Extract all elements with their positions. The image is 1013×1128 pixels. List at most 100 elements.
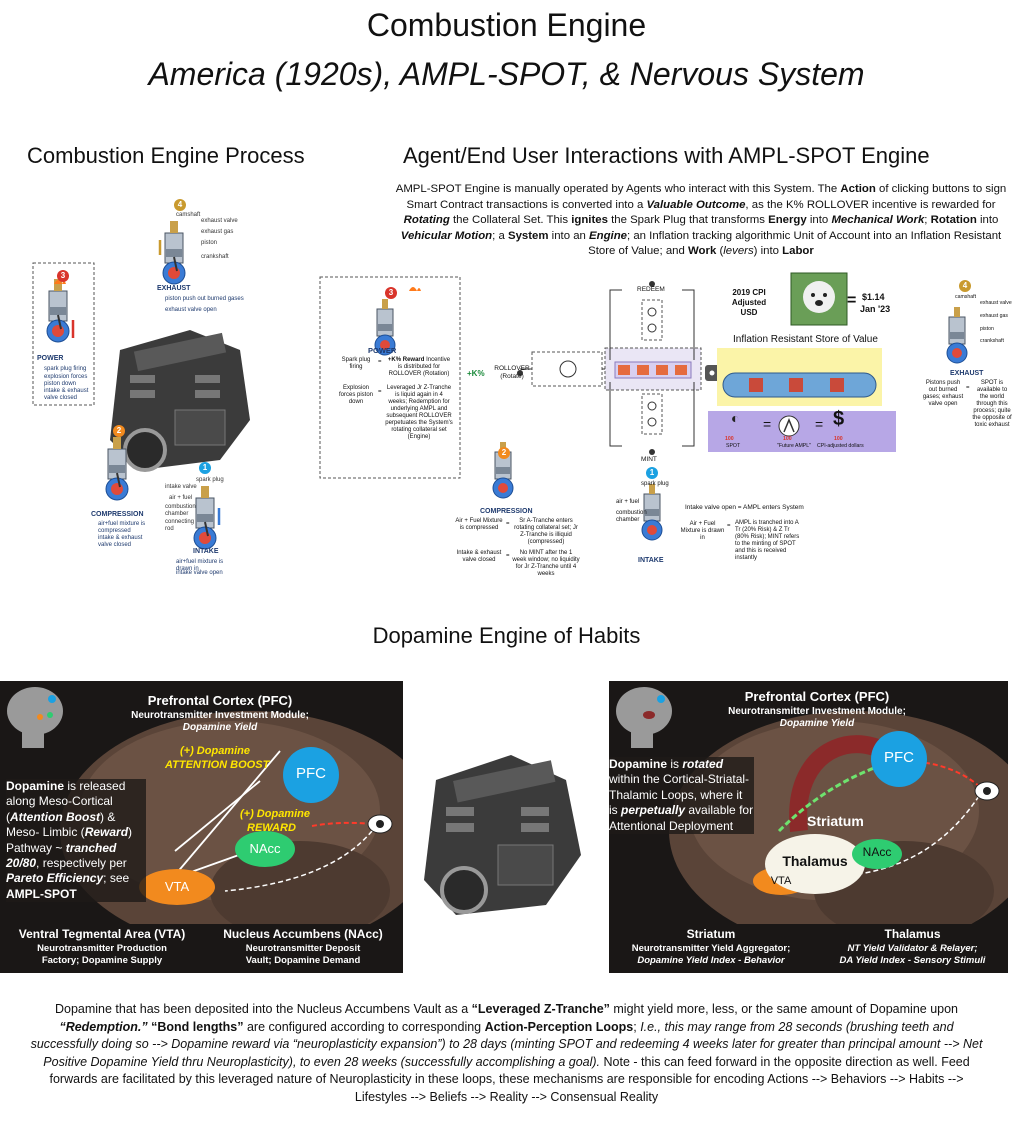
- cylinder-icon: [194, 486, 216, 549]
- dog-bill-icon: [791, 273, 847, 325]
- text-run: Dopamine: [609, 757, 667, 771]
- exhaust-label-camshaft: camshaft: [176, 212, 200, 219]
- text-run: the Collateral Set. This: [450, 214, 571, 226]
- agent-exhaust-eq: =: [966, 385, 970, 392]
- agent-intake-label-chamber: combustion chamber: [616, 510, 646, 524]
- text-run: AMPL-SPOT Engine is manually operated by…: [396, 183, 841, 195]
- left-vta-node: VTA: [152, 879, 202, 894]
- exhaust-title: EXHAUST: [157, 285, 190, 292]
- compression-bullet-1: air+fuel mixture is compressed: [98, 521, 158, 535]
- text-run: “Bond lengths”: [151, 1020, 243, 1034]
- agent-power-badge: 3: [385, 287, 397, 299]
- thalamus-sub: NT Yield Validator & Relayer;: [819, 943, 1006, 954]
- left-panel-text: Dopamine is released along Meso-Cortical…: [6, 779, 146, 902]
- agent-intake-title: INTAKE: [638, 557, 664, 564]
- cylinder-icon: [163, 221, 185, 284]
- fire-icon: [409, 287, 421, 291]
- text-run: Labor: [782, 245, 814, 257]
- text-run: into: [977, 214, 999, 226]
- text-run: System: [508, 230, 549, 242]
- text-run: into: [807, 214, 832, 226]
- store-of-value-label: Inflation Resistant Store of Value: [733, 334, 878, 345]
- kpct-label: +K%: [467, 369, 485, 378]
- right-panel-text: Dopamine is rotated within the Cortical-…: [609, 757, 754, 834]
- agent-exhaust-label-valve: exhaust valve: [980, 300, 1012, 306]
- intake-title: INTAKE: [193, 548, 219, 555]
- text-run: is: [667, 757, 682, 771]
- agent-power-row1-left: Spark plug firing: [335, 357, 377, 371]
- text-run: into an: [549, 230, 590, 242]
- text-run: Vehicular Motion: [401, 230, 492, 242]
- main-subtitle: America (1920s), AMPL-SPOT, & Nervous Sy…: [0, 54, 1013, 94]
- nacc-sub: Neurotransmitter Deposit: [205, 943, 401, 954]
- right-thalamus-node: Thalamus: [777, 853, 853, 869]
- vta-sub: Neurotransmitter Production: [2, 943, 202, 954]
- intake-label-sparkplug: spark plug: [196, 477, 224, 484]
- agent-exhaust-badge: 4: [959, 280, 971, 292]
- text-run: ; a: [492, 230, 508, 242]
- dollar-icon: $: [833, 408, 844, 431]
- left-pfc-sub: Neurotransmitter Investment Module;: [100, 710, 340, 721]
- cpi-date: Jan '23: [860, 304, 890, 314]
- agent-compression-row2-left: Intake & exhaust valve closed: [454, 550, 504, 564]
- agent-power-reward-bold: +K% Reward: [388, 357, 425, 363]
- eq-a-label: SPOT: [726, 443, 740, 449]
- power-bullet-1: spark plug firing: [44, 366, 92, 373]
- left-brain-panel: Prefrontal Cortex (PFC) Neurotransmitter…: [0, 681, 403, 973]
- agent-compression-row2-right: No MINT after the 1 week window; no liqu…: [512, 550, 580, 578]
- thalamus-sub2: DA Yield Index - Sensory Stimuli: [819, 955, 1006, 966]
- agent-power-row2-eq: =: [378, 389, 382, 396]
- text-run: Work: [688, 245, 716, 257]
- text-run: might yield more, less, or the same amou…: [610, 1002, 958, 1016]
- agent-intake-row2-right: AMPL is tranched into A Tr (20% Risk) & …: [735, 520, 803, 562]
- agent-compression-row1-eq: =: [506, 521, 510, 528]
- head-icon: [616, 687, 672, 748]
- striatum-sub2: Dopamine Yield Index - Behavior: [611, 955, 811, 966]
- lambda-icon: [779, 416, 799, 436]
- eq-equals-2: =: [815, 416, 823, 432]
- agent-exhaust-label-gas: exhaust gas: [980, 313, 1008, 319]
- thalamus-title: Thalamus: [819, 927, 1006, 941]
- power-bullet-2: explosion forces piston down: [44, 374, 92, 388]
- agent-power-row1-eq: =: [378, 359, 382, 366]
- right-pfc-title: Prefrontal Cortex (PFC): [697, 689, 937, 704]
- exhaust-label-crankshaft: crankshaft: [201, 254, 229, 261]
- eq-b-label: "Future AMPL": [777, 443, 811, 449]
- agent-paragraph: AMPL-SPOT Engine is manually operated by…: [395, 182, 1007, 260]
- left-pfc-title: Prefrontal Cortex (PFC): [100, 693, 340, 708]
- exhaust-bullet-2: exhaust valve open: [165, 307, 217, 314]
- right-vta-node: VTA: [761, 875, 801, 887]
- right-pfc-sub2: Dopamine Yield: [697, 718, 937, 729]
- exhaust-step-badge: 4: [174, 199, 186, 211]
- text-run: rotated: [682, 757, 723, 771]
- head-icon: [7, 687, 63, 748]
- text-run: “Redemption.”: [59, 1020, 147, 1034]
- text-run: Mechanical Work: [831, 214, 924, 226]
- intake-label-valve: intake valve: [165, 484, 197, 491]
- left-nacc-node: NAcc: [240, 841, 290, 856]
- compression-title: COMPRESSION: [91, 511, 144, 518]
- right-pfc-node: PFC: [881, 749, 917, 766]
- cylinder-icon: [47, 279, 69, 342]
- text-run: , as the K% ROLLOVER incentive is reward…: [745, 199, 995, 211]
- exhaust-label-valve: exhaust valve: [201, 218, 238, 225]
- text-run: Reward: [85, 825, 128, 839]
- agent-compression-row2-eq: =: [506, 553, 510, 560]
- eq-b-num: 100: [783, 436, 792, 442]
- text-run: Attention Boost: [10, 810, 100, 824]
- agent-compression-badge: 2: [498, 447, 510, 459]
- text-run: Engine: [589, 230, 627, 242]
- exhaust-label-gas: exhaust gas: [201, 229, 233, 236]
- text-run: ignites: [571, 214, 608, 226]
- text-run: Valuable Outcome: [646, 199, 745, 211]
- left-pfc-node: PFC: [293, 765, 329, 782]
- text-run: the Spark Plug that transforms: [608, 214, 768, 226]
- agent-power-title: POWER: [368, 346, 396, 355]
- agent-intake-row2-left: Air + Fuel Mixture is drawn in: [680, 521, 725, 542]
- cpi-label: 2019 CPI Adjusted USD: [723, 288, 775, 318]
- main-title: Combustion Engine: [0, 6, 1013, 44]
- compression-step-badge: 2: [113, 425, 125, 437]
- engine-block-icon: [416, 755, 596, 925]
- text-run: are configured according to correspondin…: [243, 1020, 484, 1034]
- power-step-badge: 3: [57, 270, 69, 282]
